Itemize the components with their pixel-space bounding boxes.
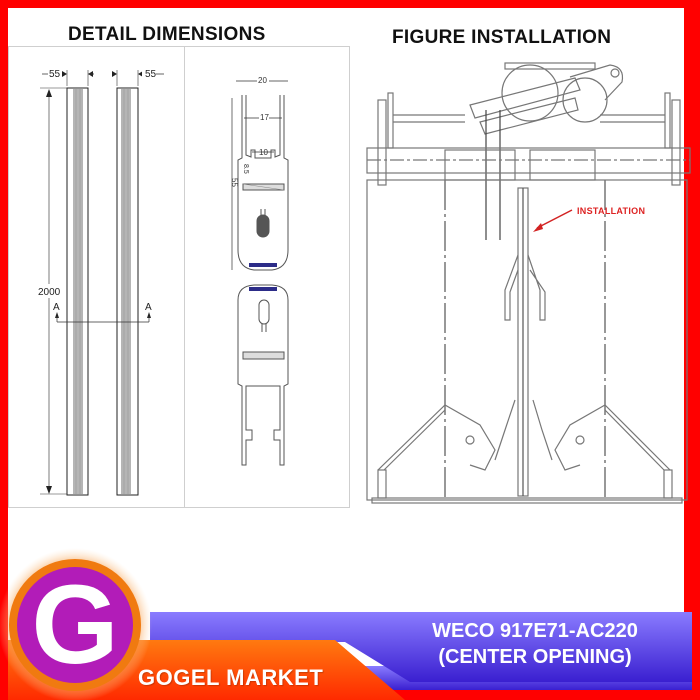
front-view-panel (8, 46, 185, 508)
section-mark-right: A (145, 302, 152, 313)
product-title: WECO 917E71-AC220 (CENTER OPENING) (405, 618, 665, 670)
dim-width-right: 55 (145, 69, 157, 80)
figure-installation-title: FIGURE INSTALLATION (392, 27, 612, 48)
front-view-bars (40, 70, 164, 496)
dim-inner-width: 17 (260, 113, 269, 122)
profile-cross-section (237, 95, 289, 466)
dim-slot-width: 10 (259, 148, 268, 157)
section-mark-left: A (53, 302, 60, 313)
dim-total-height: 55 (230, 178, 239, 187)
dim-width-left: 55 (49, 69, 61, 80)
detail-dimensions-title: DETAIL DIMENSIONS (68, 24, 266, 45)
profile-section-panel (184, 46, 350, 508)
product-variant: (CENTER OPENING) (438, 646, 632, 668)
dim-slot-depth: 8.5 (242, 164, 249, 174)
dim-outer-width: 20 (258, 76, 267, 85)
store-name: GOGEL MARKET (138, 665, 324, 690)
product-model: WECO 917E71-AC220 (432, 620, 638, 642)
dim-height: 2000 (38, 287, 61, 298)
installation-callout: INSTALLATION (577, 206, 646, 216)
installation-figure (366, 62, 691, 504)
gogel-logo-icon: G (31, 562, 119, 687)
